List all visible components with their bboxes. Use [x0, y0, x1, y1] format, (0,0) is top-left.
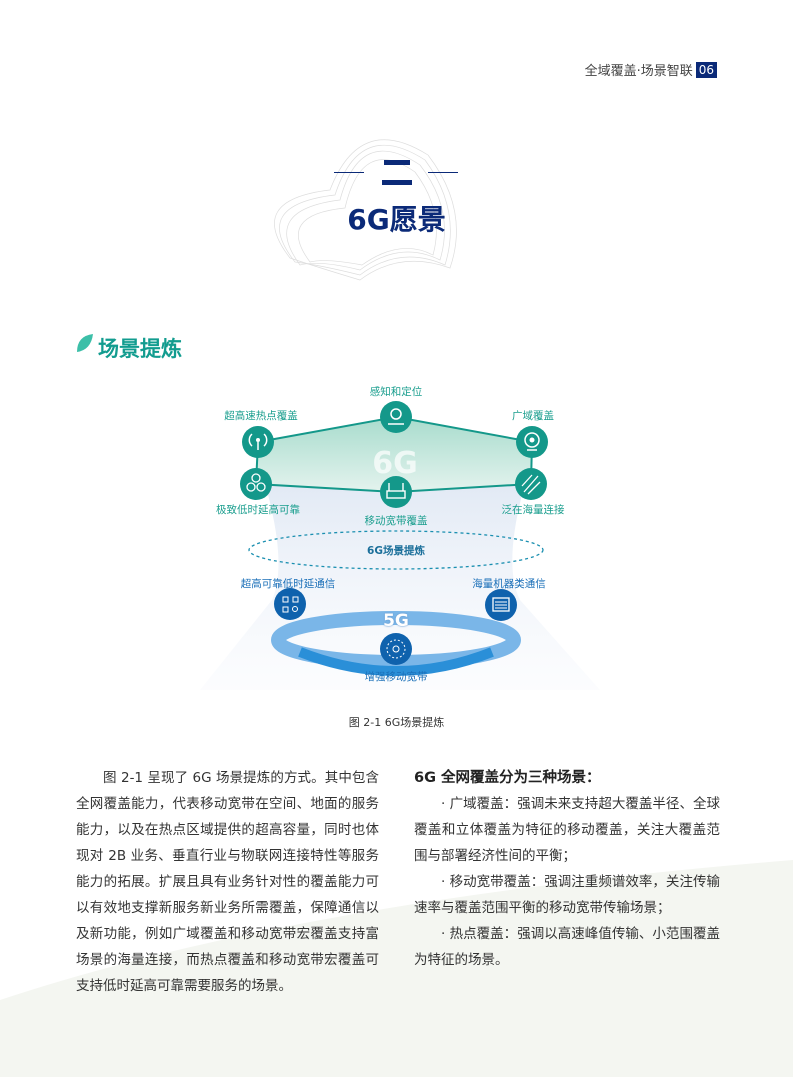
icon-nodes — [240, 401, 548, 665]
label-5g-urllc: 超高可靠低时延通信 — [240, 578, 336, 590]
page-number: 06 — [695, 61, 717, 78]
watermark-5g: 5G — [383, 611, 409, 631]
scenario-item: · 移动宽带覆盖：强调注重频谱效率，关注传输速率与覆盖范围平衡的移动宽带传输场景… — [414, 874, 720, 916]
label-sensing: 感知和定位 — [369, 386, 423, 398]
flowchart-icon — [274, 588, 306, 620]
figure-caption: 图 2-1 6G场景提炼 — [348, 716, 445, 729]
router-icon — [380, 476, 412, 508]
chapter-rule-left — [334, 172, 364, 173]
label-mbb: 移动宽带覆盖 — [364, 515, 428, 527]
label-5g-mmtc: 海量机器类通信 — [472, 578, 546, 590]
label-5g-embb: 增强移动宽带 — [364, 671, 428, 683]
server-icon — [485, 589, 517, 621]
hexagons-icon — [240, 468, 272, 500]
body-paragraph: 图 2-1 呈现了 6G 场景提炼的方式。其中包含全网覆盖能力，代表移动宽带在空… — [76, 770, 379, 994]
watermark-6g: 6G — [372, 446, 418, 481]
circuit-icon — [515, 468, 547, 500]
contour-decoration — [274, 139, 457, 281]
5g-ring-front — [298, 647, 494, 676]
label-wide-area: 广域覆盖 — [512, 410, 554, 422]
running-header: 全域覆盖·场景智联 06 — [585, 60, 717, 79]
chapter-number: 二 — [380, 160, 414, 185]
chapter-title: 6G愿景 — [347, 203, 446, 236]
right-column: 6G 全网覆盖分为三种场景： · 广域覆盖：强调未来支持超大覆盖半径、全球覆盖和… — [414, 765, 720, 973]
header-title: 全域覆盖·场景智联 — [584, 64, 693, 79]
broadband-icon — [380, 633, 412, 665]
left-column: 图 2-1 呈现了 6G 场景提炼的方式。其中包含全网覆盖能力，代表移动宽带在空… — [76, 765, 379, 999]
background-wave — [0, 860, 793, 1077]
leaf-icon — [77, 334, 93, 352]
chapter-rule-right — [428, 172, 458, 173]
webcam-icon — [516, 426, 548, 458]
label-center: 6G场景提炼 — [367, 545, 425, 557]
scenario-item: · 广域覆盖：强调未来支持超大覆盖半径、全球覆盖和立体覆盖为特征的移动覆盖，关注… — [414, 796, 720, 864]
label-urllc: 极致低时延高可靠 — [216, 504, 300, 516]
scenario-item: · 热点覆盖：强调以高速峰值传输、小范围覆盖为特征的场景。 — [414, 926, 720, 968]
scenario-heading: 6G 全网覆盖分为三种场景： — [414, 770, 601, 786]
label-massive: 泛在海量连接 — [501, 504, 565, 516]
section-title: 场景提炼 — [98, 337, 182, 361]
label-hotspot: 超高速热点覆盖 — [224, 410, 298, 422]
antenna-icon — [242, 426, 274, 458]
center-ellipse — [248, 530, 544, 570]
location-icon — [380, 401, 412, 433]
